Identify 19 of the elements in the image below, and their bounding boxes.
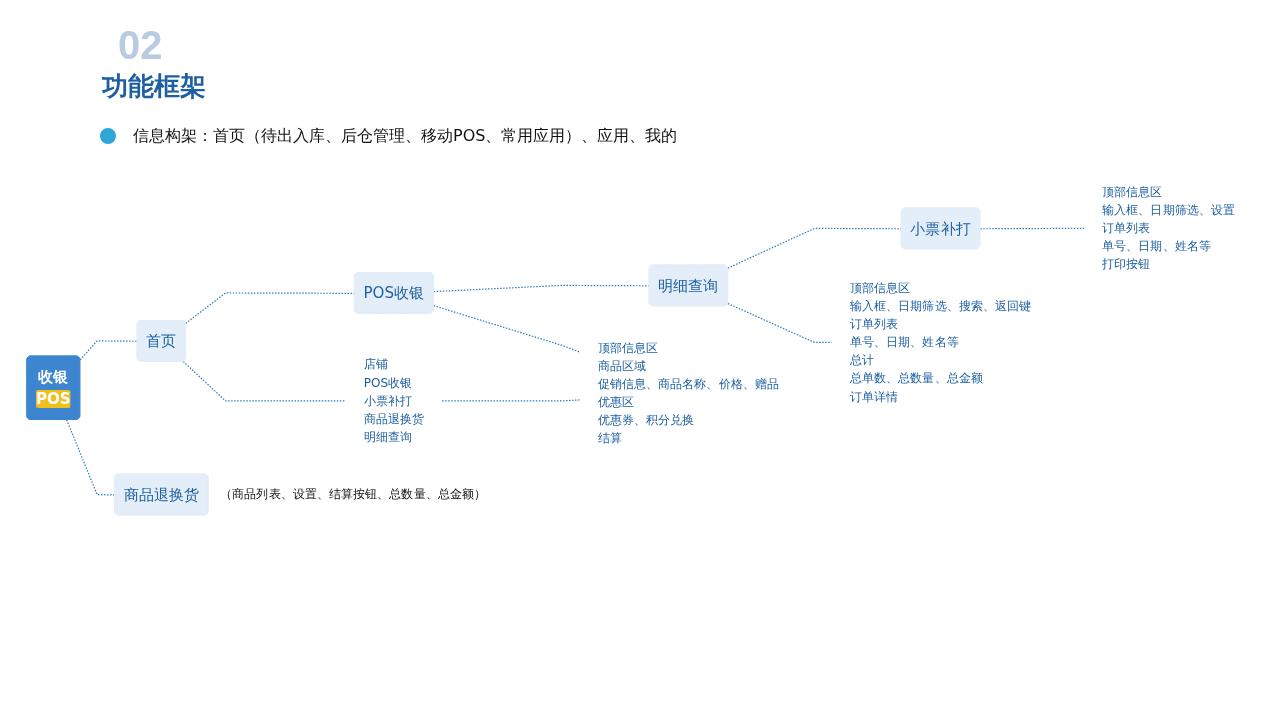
intro-text: 信息构架：首页（待出入库、后仓管理、移动POS、常用应用）、应用、我的: [133, 125, 678, 147]
feature-list: 顶部信息区 输入框、日期筛选、设置 订单列表 单号、日期、姓名等 打印按钮: [1102, 184, 1236, 272]
connector-line: [433, 305, 581, 353]
page-box: 首页: [136, 320, 186, 362]
page-title: 功能框架: [102, 70, 206, 102]
feature-list: 顶部信息区 输入框、日期筛选、搜索、返回键 订单列表 单号、日期、姓名等 总计 总单数、总数量、总金额 订单详情: [849, 280, 1032, 404]
page-box: POS收银: [354, 272, 434, 314]
note-text: （商品列表、设置、结算按钮、总数量、总金额）: [220, 487, 486, 502]
feature-list: 店铺 POS收银 小票补打 商品退换货 明细查询: [363, 357, 425, 444]
connector-line: [441, 399, 581, 402]
page-box: 小票补打: [900, 207, 981, 250]
connector-line: [979, 227, 1085, 230]
page-box: 明细查询: [648, 264, 728, 307]
app-icon: 收银 POS: [26, 355, 81, 420]
connector-line: [727, 302, 833, 344]
page-box: 商品退换货: [114, 473, 209, 516]
connector-line: [182, 360, 347, 402]
section-number: 02: [118, 24, 163, 66]
feature-list: 顶部信息区 商品区域 促销信息、商品名称、价格、赠品 优惠区 优惠券、积分兑换 结算: [597, 340, 779, 446]
